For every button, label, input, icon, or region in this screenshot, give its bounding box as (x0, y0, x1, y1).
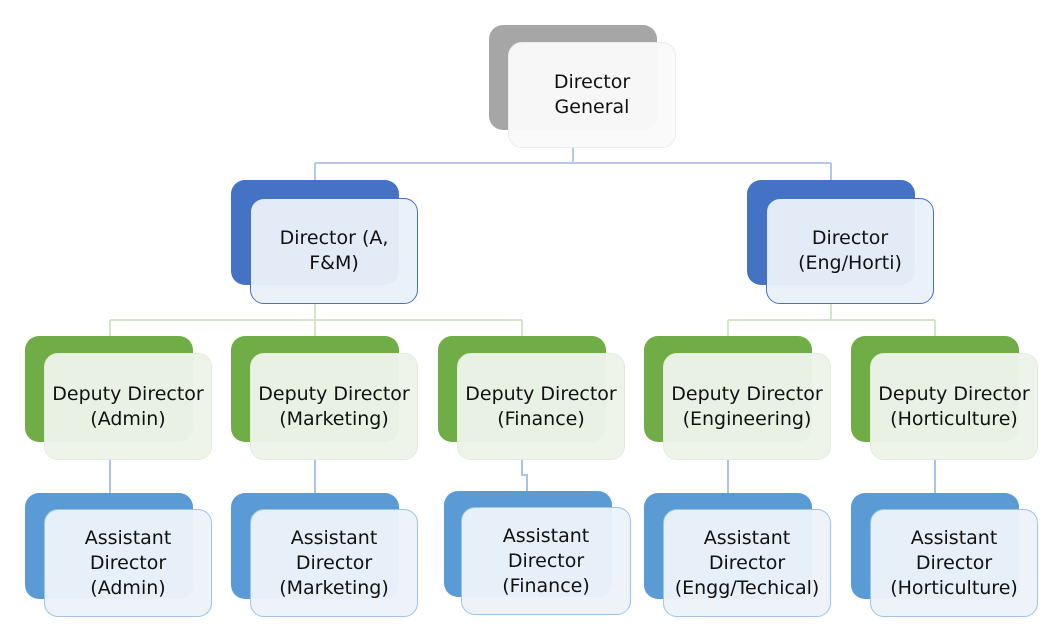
node-label: Deputy Director (Finance) (465, 382, 617, 430)
connector-director-a-deputies (109, 304, 523, 337)
node-label: Assistant Director (Admin) (84, 526, 172, 599)
connector-deputies-assistants (109, 460, 936, 493)
node-label: Assistant Director (Engg/Techical) (674, 526, 820, 599)
node-label: Assistant Director (Marketing) (279, 526, 389, 599)
node-label: Deputy Director (Marketing) (258, 382, 410, 430)
node-label: Director (A, F&M) (279, 227, 389, 274)
node-label: Director General (553, 71, 631, 118)
node-label: Assistant Director (Finance) (502, 524, 590, 597)
connector-root-directors (314, 148, 832, 180)
node-label: Director (Eng/Horti) (798, 227, 902, 274)
connector-director-eng-deputies (727, 304, 936, 337)
node-label: Assistant Director (Horticulture) (890, 526, 1018, 599)
node-label: Deputy Director (Horticulture) (878, 382, 1030, 430)
node-label: Deputy Director (Admin) (52, 382, 204, 430)
node-label: Deputy Director (Engineering) (671, 382, 823, 430)
